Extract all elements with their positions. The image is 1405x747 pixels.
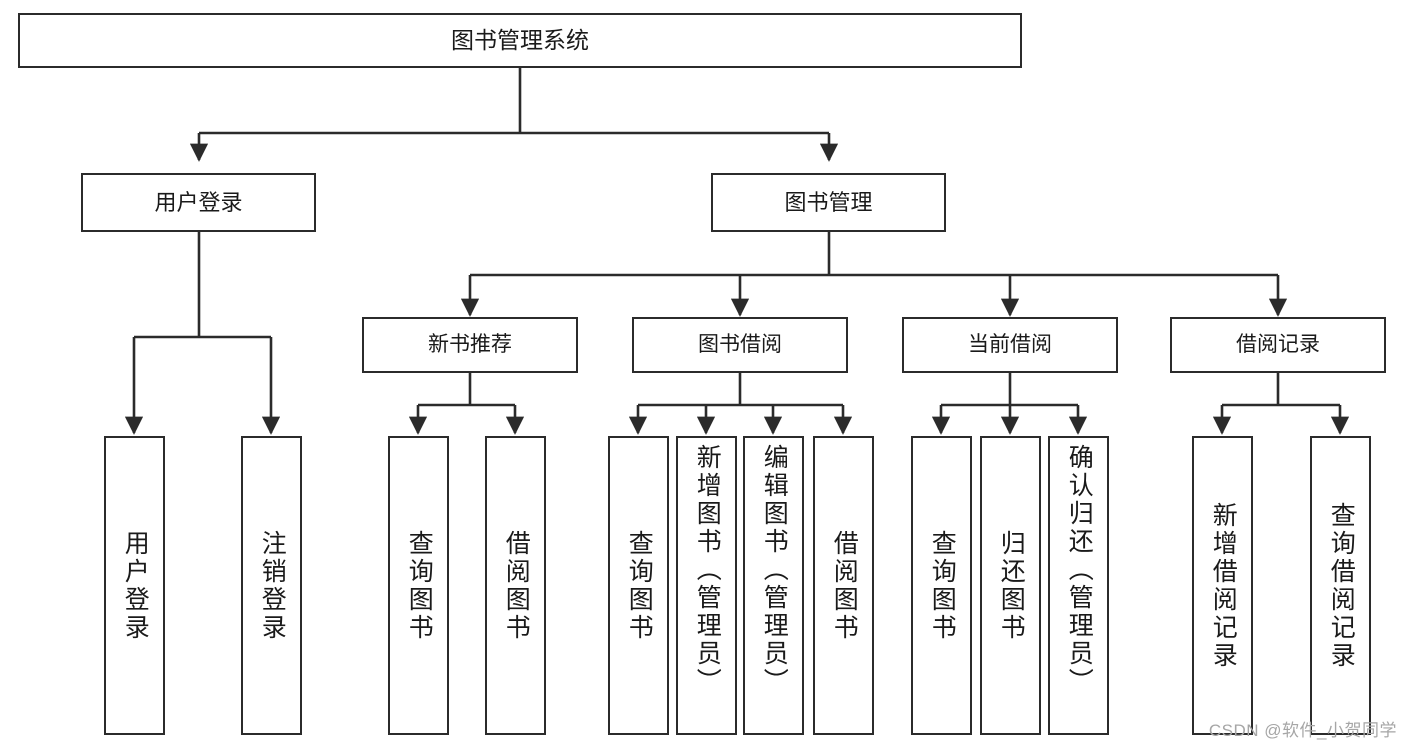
node-label: 用户登录: [121, 529, 150, 642]
node-label: 查询图书: [625, 529, 654, 642]
node-user-login[interactable]: 用户登录: [81, 173, 316, 232]
leaf-recommend-borrow-book[interactable]: 借阅图书: [485, 436, 546, 735]
leaf-borrow-edit-book-admin[interactable]: 编辑图书（管理员）: [743, 436, 804, 735]
node-label: 注销登录: [258, 529, 287, 642]
node-root-system[interactable]: 图书管理系统: [18, 13, 1022, 68]
node-label: 查询借阅记录: [1327, 501, 1356, 670]
node-label: 借阅图书: [502, 529, 531, 642]
leaf-borrow-borrow-book[interactable]: 借阅图书: [813, 436, 874, 735]
leaf-user-logout[interactable]: 注销登录: [241, 436, 302, 735]
node-label: 借阅记录: [1236, 332, 1320, 356]
node-label: 编辑图书（管理员）: [760, 444, 789, 696]
node-label: 新增图书（管理员）: [693, 444, 722, 696]
node-label: 当前借阅: [968, 332, 1052, 356]
leaf-record-add-borrow-record[interactable]: 新增借阅记录: [1192, 436, 1253, 735]
node-book-borrow[interactable]: 图书借阅: [632, 317, 848, 373]
leaf-recommend-query-book[interactable]: 查询图书: [388, 436, 449, 735]
node-label: 图书管理: [784, 189, 873, 215]
node-current-borrow[interactable]: 当前借阅: [902, 317, 1118, 373]
node-label: 归还图书: [997, 529, 1026, 642]
leaf-record-query-borrow-record[interactable]: 查询借阅记录: [1310, 436, 1371, 735]
csdn-watermark: CSDN @软件_小贺同学: [1208, 721, 1397, 740]
node-label: 图书借阅: [698, 332, 782, 356]
node-label: 用户登录: [154, 189, 243, 215]
node-borrow-record[interactable]: 借阅记录: [1170, 317, 1386, 373]
node-label: 图书管理系统: [451, 26, 589, 53]
leaf-current-return-book[interactable]: 归还图书: [980, 436, 1041, 735]
leaf-user-login[interactable]: 用户登录: [104, 436, 165, 735]
node-label: 新书推荐: [428, 332, 512, 356]
leaf-borrow-query-book[interactable]: 查询图书: [608, 436, 669, 735]
node-label: 借阅图书: [830, 529, 859, 642]
node-label: 新增借阅记录: [1209, 501, 1238, 670]
node-label: 查询图书: [405, 529, 434, 642]
node-label: 查询图书: [928, 529, 957, 642]
node-book-manage[interactable]: 图书管理: [711, 173, 946, 232]
node-label: 确认归还（管理员）: [1065, 444, 1094, 696]
node-new-book-recommend[interactable]: 新书推荐: [362, 317, 578, 373]
leaf-current-confirm-return-admin[interactable]: 确认归还（管理员）: [1048, 436, 1109, 735]
leaf-borrow-add-book-admin[interactable]: 新增图书（管理员）: [676, 436, 737, 735]
leaf-current-query-book[interactable]: 查询图书: [911, 436, 972, 735]
